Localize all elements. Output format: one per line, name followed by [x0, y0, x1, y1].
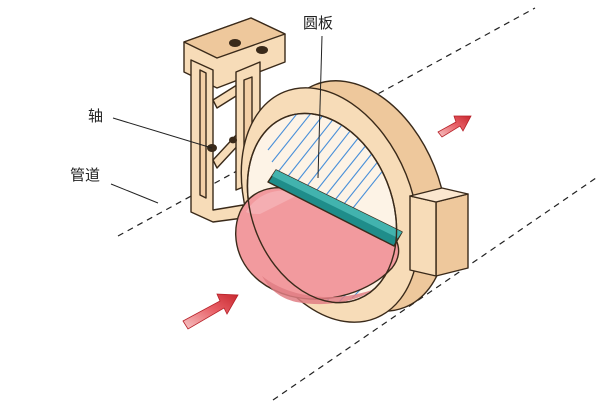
pipe-upper-line	[117, 7, 536, 237]
callout-leaders	[110, 35, 323, 204]
flow-arrows	[182, 115, 472, 330]
shaft-bar	[267, 169, 403, 247]
pipe-leader-line	[110, 183, 159, 204]
valve-seat	[246, 112, 398, 304]
disc-plate	[235, 187, 400, 305]
flow-outlet-arrow	[437, 115, 472, 138]
bolt-hole-right	[256, 46, 268, 54]
pipe-label: 管道	[70, 166, 100, 184]
actuator-boss	[409, 187, 469, 277]
shaft-leader-line	[112, 117, 213, 149]
disc-leader-line	[317, 35, 323, 179]
disc-label: 圆板	[303, 14, 333, 32]
mounting-bracket	[183, 17, 286, 223]
pipe-outline	[117, 7, 597, 401]
shaft-label: 轴	[88, 107, 103, 125]
bolt-hole-left	[229, 39, 241, 47]
flow-inlet-arrow	[182, 293, 239, 330]
shaft-bore-lower	[229, 136, 237, 144]
